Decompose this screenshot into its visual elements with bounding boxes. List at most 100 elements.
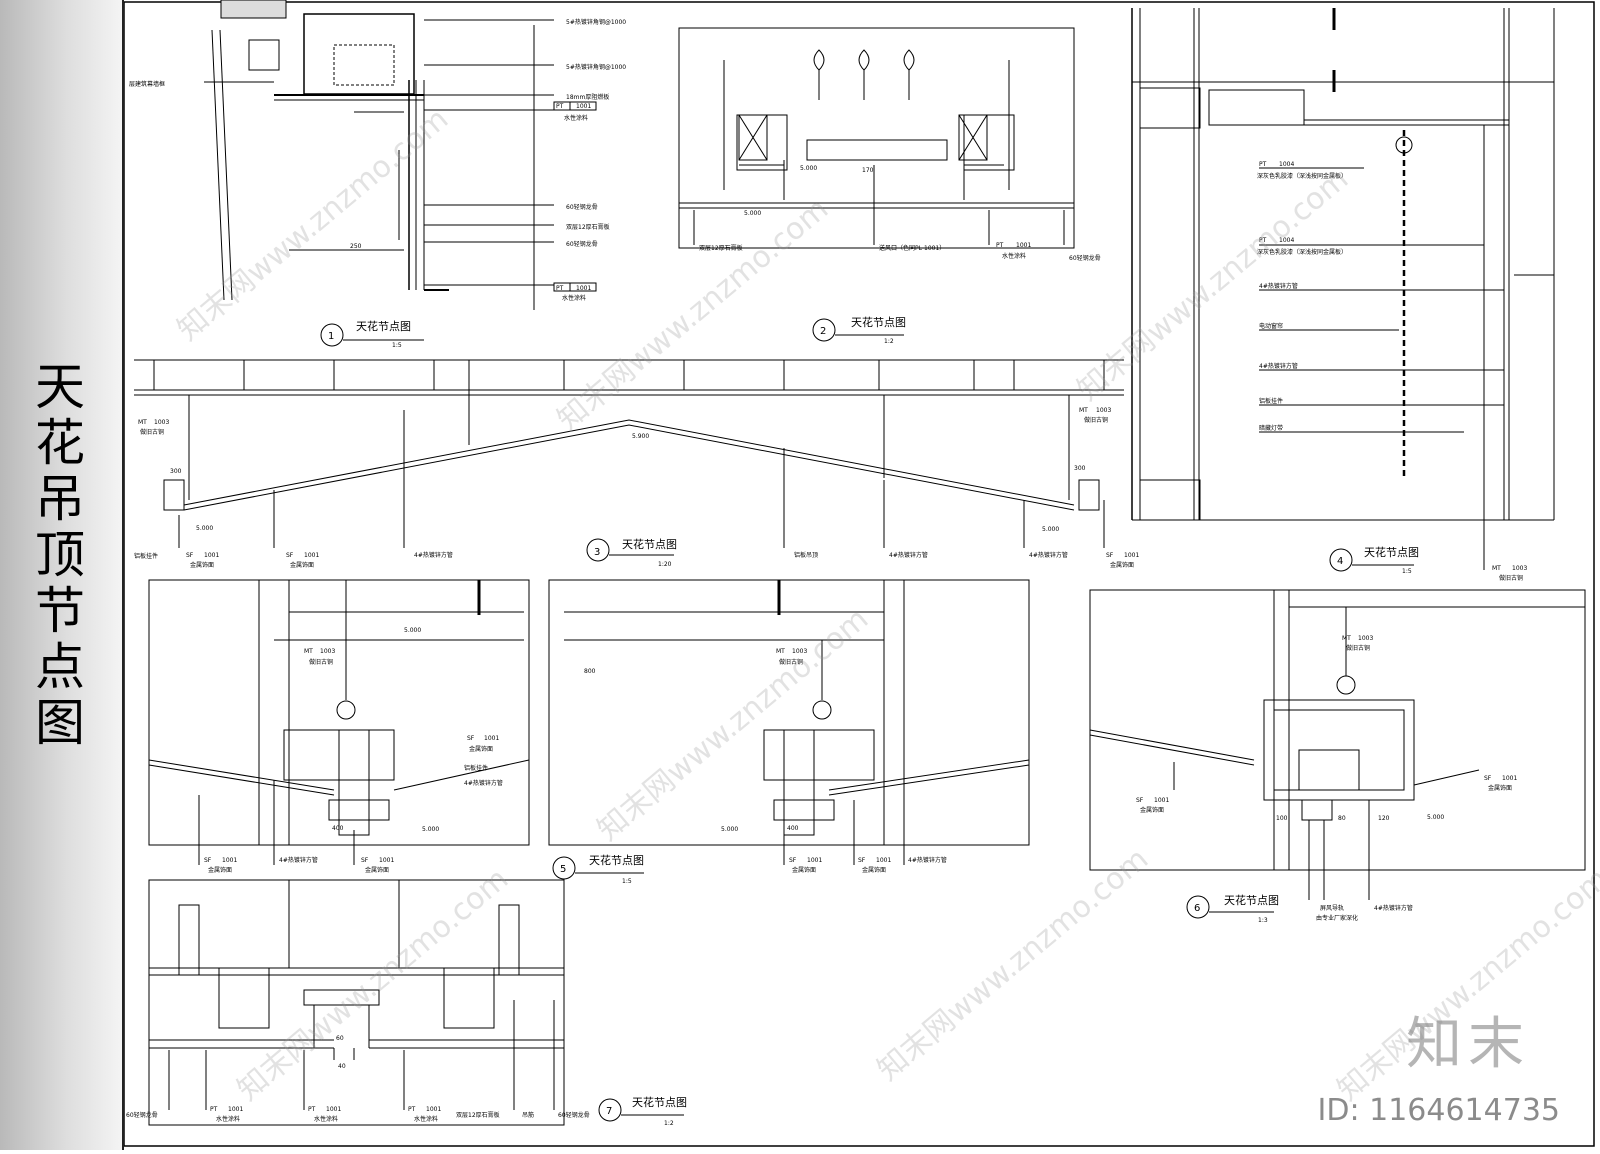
svg-text:水性涂料: 水性涂料 bbox=[314, 1115, 338, 1123]
detail-4 bbox=[1131, 8, 1555, 572]
svg-text:PT: PT bbox=[996, 242, 1004, 249]
svg-text:5.000: 5.000 bbox=[721, 826, 738, 833]
svg-text:300: 300 bbox=[1074, 465, 1086, 472]
svg-text:PT: PT bbox=[1259, 237, 1267, 244]
svg-text:60轻钢龙骨: 60轻钢龙骨 bbox=[558, 1111, 590, 1119]
svg-text:1003: 1003 bbox=[1096, 407, 1111, 414]
detail-1 bbox=[204, 0, 597, 347]
svg-text:5.900: 5.900 bbox=[632, 433, 649, 440]
svg-text:屏风导轨: 屏风导轨 bbox=[1320, 904, 1344, 912]
svg-text:铝板挂件: 铝板挂件 bbox=[1259, 397, 1283, 405]
svg-text:1001: 1001 bbox=[426, 1106, 441, 1113]
svg-text:5: 5 bbox=[560, 864, 566, 875]
svg-text:做旧古铜: 做旧古铜 bbox=[140, 428, 164, 436]
svg-text:1001: 1001 bbox=[484, 735, 499, 742]
svg-text:PT: PT bbox=[210, 1106, 218, 1113]
svg-text:SF: SF bbox=[186, 552, 194, 559]
svg-text:5.000: 5.000 bbox=[800, 165, 817, 172]
watermark-logo: 知末 bbox=[1406, 1012, 1530, 1077]
svg-text:SF: SF bbox=[1136, 797, 1144, 804]
svg-text:MT: MT bbox=[304, 648, 313, 655]
svg-text:暗藏灯带: 暗藏灯带 bbox=[1259, 424, 1283, 432]
svg-text:1001: 1001 bbox=[222, 857, 237, 864]
svg-text:铝板挂件: 铝板挂件 bbox=[464, 764, 488, 772]
svg-text:1001: 1001 bbox=[1016, 242, 1031, 249]
title-sidebar: 天花吊顶节点图 bbox=[0, 0, 124, 1150]
detail-6 bbox=[1089, 589, 1586, 919]
svg-text:金属饰面: 金属饰面 bbox=[1488, 784, 1512, 792]
svg-text:4: 4 bbox=[1337, 556, 1343, 567]
svg-text:40: 40 bbox=[338, 1063, 346, 1070]
svg-text:做旧古铜: 做旧古铜 bbox=[1084, 416, 1108, 424]
svg-text:5.000: 5.000 bbox=[422, 826, 439, 833]
svg-text:1:3: 1:3 bbox=[1258, 917, 1268, 924]
svg-text:4#热镀锌方管: 4#热镀锌方管 bbox=[1259, 362, 1298, 370]
svg-text:1:5: 1:5 bbox=[622, 878, 632, 885]
svg-text:170: 170 bbox=[862, 167, 874, 174]
svg-text:金属饰面: 金属饰面 bbox=[1140, 806, 1164, 814]
svg-text:80: 80 bbox=[1338, 815, 1346, 822]
d7-title: 天花节点图 bbox=[632, 1096, 687, 1109]
svg-text:深灰色乳胶漆（深浅按同金属板）: 深灰色乳胶漆（深浅按同金属板） bbox=[1257, 172, 1347, 180]
svg-text:5.000: 5.000 bbox=[404, 627, 421, 634]
svg-text:送风口（色同PL-1001）: 送风口（色同PL-1001） bbox=[879, 244, 945, 252]
svg-text:铝板吊顶: 铝板吊顶 bbox=[794, 551, 818, 559]
detail-7 bbox=[148, 879, 684, 1126]
svg-text:2: 2 bbox=[820, 326, 826, 337]
svg-text:1001: 1001 bbox=[228, 1106, 243, 1113]
svg-text:1:5: 1:5 bbox=[392, 342, 402, 349]
d4-title: 天花节点图 bbox=[1364, 546, 1419, 559]
svg-text:SF: SF bbox=[467, 735, 475, 742]
svg-text:400: 400 bbox=[787, 825, 799, 832]
svg-text:1001: 1001 bbox=[1124, 552, 1139, 559]
svg-text:4#热镀锌方管: 4#热镀锌方管 bbox=[279, 856, 318, 864]
drawing-sheet: 5#热镀锌角钢@1000 5#热镀锌角钢@1000 18mm厚阻燃板 PT 10… bbox=[123, 0, 1600, 1150]
svg-text:层建筑幕墙框: 层建筑幕墙框 bbox=[129, 80, 165, 88]
svg-text:60: 60 bbox=[336, 1035, 344, 1042]
detail-2 bbox=[678, 27, 1075, 342]
svg-text:6: 6 bbox=[1194, 903, 1200, 914]
svg-text:4#热镀锌方管: 4#热镀锌方管 bbox=[464, 779, 503, 787]
svg-text:金属饰面: 金属饰面 bbox=[469, 745, 493, 753]
svg-text:MT: MT bbox=[1079, 407, 1088, 414]
svg-text:1003: 1003 bbox=[1358, 635, 1373, 642]
svg-text:5.000: 5.000 bbox=[1042, 526, 1059, 533]
svg-text:深灰色乳胶漆（深浅按同金属板）: 深灰色乳胶漆（深浅按同金属板） bbox=[1257, 248, 1347, 256]
d1-num: 1 bbox=[328, 331, 334, 342]
svg-text:60轻钢龙骨: 60轻钢龙骨 bbox=[126, 1111, 158, 1119]
svg-text:做旧古铜: 做旧古铜 bbox=[1346, 644, 1370, 652]
svg-text:PT: PT bbox=[408, 1106, 416, 1113]
svg-text:水性涂料: 水性涂料 bbox=[414, 1115, 438, 1123]
svg-text:金属饰面: 金属饰面 bbox=[365, 866, 389, 874]
d2-title: 天花节点图 bbox=[851, 316, 906, 329]
svg-text:1001: 1001 bbox=[576, 103, 591, 110]
svg-text:水性涂料: 水性涂料 bbox=[1002, 252, 1026, 260]
svg-text:由专业厂家深化: 由专业厂家深化 bbox=[1316, 914, 1358, 922]
svg-text:400: 400 bbox=[332, 825, 344, 832]
svg-text:金属饰面: 金属饰面 bbox=[208, 866, 232, 874]
svg-text:1001: 1001 bbox=[1154, 797, 1169, 804]
svg-text:4#热镀锌方管: 4#热镀锌方管 bbox=[414, 551, 453, 559]
svg-text:金属饰面: 金属饰面 bbox=[190, 561, 214, 569]
svg-text:4#热镀锌方管: 4#热镀锌方管 bbox=[1374, 904, 1413, 912]
svg-text:双层12厚石膏板: 双层12厚石膏板 bbox=[566, 223, 610, 231]
svg-text:PT: PT bbox=[308, 1106, 316, 1113]
d5-title: 天花节点图 bbox=[589, 854, 644, 867]
svg-text:水性涂料: 水性涂料 bbox=[562, 294, 586, 302]
svg-text:1:2: 1:2 bbox=[664, 1120, 674, 1127]
svg-text:MT: MT bbox=[776, 648, 785, 655]
svg-text:4#热镀锌方管: 4#热镀锌方管 bbox=[1259, 282, 1298, 290]
svg-text:PT: PT bbox=[1259, 161, 1267, 168]
svg-text:5.000: 5.000 bbox=[196, 525, 213, 532]
svg-text:60轻钢龙骨: 60轻钢龙骨 bbox=[566, 240, 598, 248]
svg-text:吊筋: 吊筋 bbox=[522, 1111, 534, 1119]
svg-text:60轻钢龙骨: 60轻钢龙骨 bbox=[566, 203, 598, 211]
sheet-title: 天花吊顶节点图 bbox=[27, 360, 85, 752]
detail-3 bbox=[134, 359, 1124, 562]
svg-text:1001: 1001 bbox=[326, 1106, 341, 1113]
svg-text:1003: 1003 bbox=[320, 648, 335, 655]
svg-text:SF: SF bbox=[858, 857, 866, 864]
svg-text:SF: SF bbox=[204, 857, 212, 864]
svg-text:做旧古铜: 做旧古铜 bbox=[309, 658, 333, 666]
svg-text:金属饰面: 金属饰面 bbox=[862, 866, 886, 874]
